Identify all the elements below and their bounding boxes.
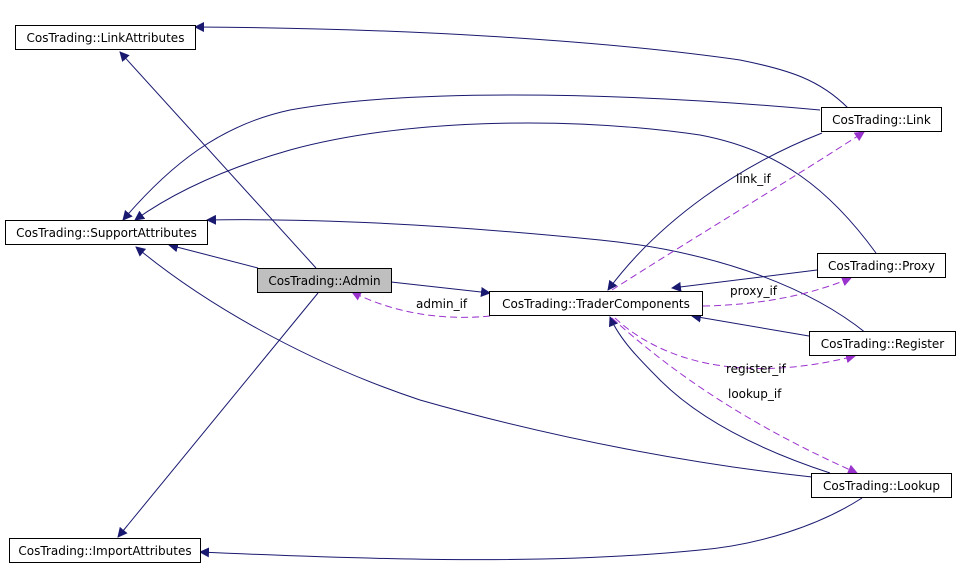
- node-support-attributes[interactable]: CosTrading::SupportAttributes: [5, 220, 208, 245]
- edge-lookup-to-supportattributes: [135, 246, 813, 478]
- node-label: CosTrading::TraderComponents: [502, 297, 690, 311]
- node-label: CosTrading::ImportAttributes: [18, 544, 191, 558]
- edge-register-to-tradercomponents: [691, 312, 810, 337]
- edge-proxy-if: [702, 276, 852, 307]
- edge-link-to-linkattributes: [194, 22, 849, 109]
- edge-label-link-if: link_if: [736, 172, 772, 186]
- edge-admin-to-tradercomponents: [390, 281, 491, 297]
- node-label: CosTrading::LinkAttributes: [27, 31, 185, 45]
- node-label: CosTrading::Register: [821, 337, 945, 351]
- edge-link-to-tradercomponents: [607, 132, 823, 291]
- node-lookup[interactable]: CosTrading::Lookup: [811, 473, 952, 498]
- edge-proxy-to-supportattributes: [134, 122, 877, 254]
- node-box: [5, 220, 208, 245]
- node-label: CosTrading::Link: [832, 113, 931, 127]
- edge-admin-to-supportattributes: [168, 242, 259, 269]
- node-box: [489, 291, 703, 316]
- edge-admin-to-importattributes: [117, 292, 319, 538]
- edge-label-proxy-if: proxy_if: [730, 284, 778, 298]
- node-box: [821, 107, 942, 132]
- edge-admin-if: [351, 291, 491, 318]
- inheritance-edges: [117, 22, 877, 561]
- edge-admin-to-linkattributes: [119, 51, 317, 269]
- node-label: CosTrading::Proxy: [828, 259, 935, 273]
- edge-register-if: [614, 317, 856, 370]
- node-box: [15, 25, 196, 50]
- node-register[interactable]: CosTrading::Register: [809, 331, 956, 356]
- edge-label-lookup-if: lookup_if: [728, 387, 782, 401]
- node-label: CosTrading::SupportAttributes: [16, 226, 197, 240]
- node-link[interactable]: CosTrading::Link: [821, 107, 942, 132]
- edge-labels: admin_if link_if proxy_if register_if lo…: [416, 172, 787, 401]
- edge-lookup-if: [611, 317, 858, 474]
- edge-link-to-supportattributes: [122, 94, 821, 221]
- node-box: [9, 538, 201, 563]
- node-box: [809, 331, 956, 356]
- edge-register-to-supportattributes: [206, 214, 867, 334]
- node-label: CosTrading::Admin: [268, 274, 380, 288]
- edge-lookup-to-tradercomponents: [609, 316, 831, 474]
- node-box: [817, 253, 946, 278]
- edge-link-if: [611, 131, 865, 291]
- node-trader-components[interactable]: CosTrading::TraderComponents: [489, 291, 703, 316]
- edge-label-register-if: register_if: [726, 362, 787, 376]
- node-box: [811, 473, 952, 498]
- edge-proxy-to-tradercomponents: [671, 269, 818, 292]
- node-proxy[interactable]: CosTrading::Proxy: [817, 253, 946, 278]
- node-label: CosTrading::Lookup: [823, 479, 940, 493]
- node-import-attributes[interactable]: CosTrading::ImportAttributes: [9, 538, 201, 563]
- node-admin[interactable]: CosTrading::Admin: [257, 268, 392, 293]
- edge-label-admin-if: admin_if: [416, 297, 468, 311]
- node-box: [257, 268, 392, 293]
- node-link-attributes[interactable]: CosTrading::LinkAttributes: [15, 25, 196, 50]
- usage-edges: [351, 131, 865, 474]
- edge-lookup-to-importattributes: [199, 497, 863, 561]
